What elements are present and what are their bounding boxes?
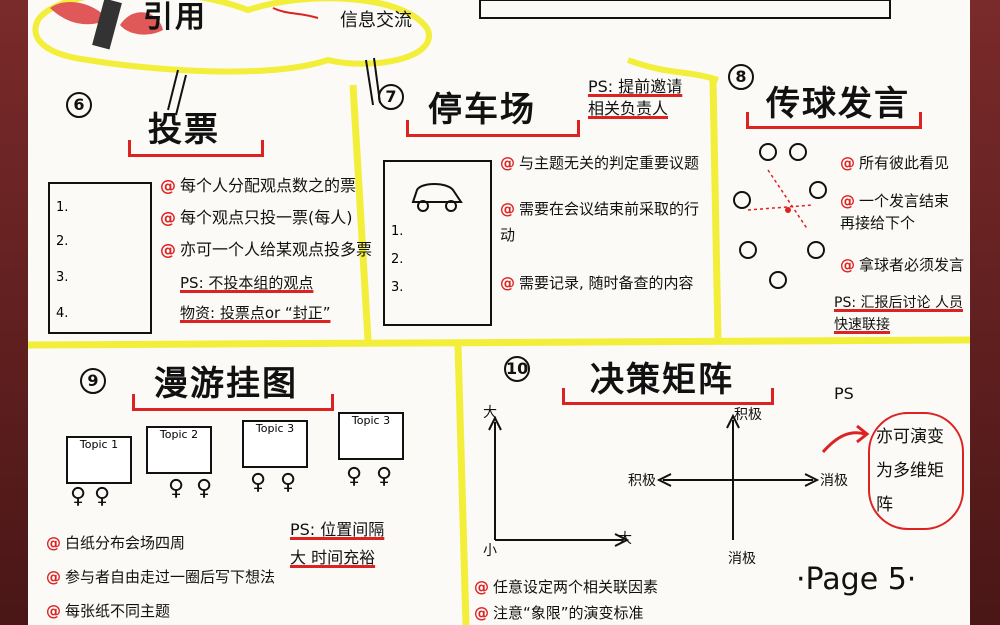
matrix-bullet-2: @注意“象限”的演变标准 [474, 604, 644, 622]
section-number-10: 10 [504, 356, 530, 382]
car-icon [411, 183, 463, 212]
section-number-9: 9 [80, 368, 106, 394]
matrix-ps-label: PS [834, 384, 854, 403]
passball-bullet-3: @拿球者必须发言 [840, 256, 965, 274]
section-number-7: 7 [378, 84, 404, 110]
topic-card: Topic 3 [338, 412, 404, 460]
passball-bullet-2: @一个发言结束 再接给下个 [840, 192, 950, 232]
matrix-diagram [488, 413, 870, 547]
person-icon: ♀ [196, 476, 213, 501]
passball-bullet-1: @所有彼此看见 [840, 154, 950, 172]
parking-bullet-3: @需要记录, 随时备查的内容 [500, 274, 694, 292]
parking-list-item: 3. [391, 280, 404, 295]
person-icon: ♀ [168, 476, 185, 501]
passball-title: 传球发言 [766, 84, 910, 124]
topic-card: Topic 3 [242, 420, 308, 468]
parking-card: 1. 2. 3. [383, 160, 492, 326]
parking-bullet-2: @需要在会议结束前采取的行动 [500, 200, 700, 244]
vote-materials: 物资: 投票点or “封正” [180, 304, 331, 322]
axis-left-top: 大 [483, 405, 497, 421]
parking-title-underline [406, 120, 580, 137]
page-number: ·Page 5· [796, 562, 917, 597]
person-icon: ♀ [346, 464, 363, 489]
vote-ps: PS: 不投本组的观点 [180, 274, 314, 292]
axis-right-left: 积极 [628, 473, 656, 489]
grid-highlighter-lines [28, 0, 970, 625]
matrix-ps-note: 亦可演变为多维矩阵 [868, 412, 964, 530]
person-icon: ♀ [376, 464, 393, 489]
vote-title: 投票 [148, 110, 220, 150]
vote-bullet-3: @亦可一个人给某观点投多票 [160, 240, 373, 259]
axis-right-top: 积极 [734, 407, 762, 423]
vote-title-underline [128, 140, 264, 157]
matrix-title: 决策矩阵 [590, 360, 734, 400]
gallery-bullet-2: @参与者自由走过一圈后写下想法 [46, 568, 276, 586]
topic-card: Topic 2 [146, 426, 212, 474]
axis-left-right: 大 [618, 531, 632, 547]
vote-bullet-1: @每个人分配观点数之的票 [160, 176, 357, 195]
axis-right-right: 消极 [820, 473, 848, 489]
section-number-6: 6 [66, 92, 92, 118]
gallery-bullet-3: @每张纸不同主题 [46, 602, 171, 620]
parking-ps: PS: 提前邀请 相关负责人 [588, 77, 683, 118]
passball-ps: PS: 汇报后讨论 人员快速联接 [834, 295, 963, 333]
parking-list-item: 2. [391, 252, 404, 267]
matrix-bullet-1: @任意设定两个相关联因素 [474, 578, 659, 596]
person-icon: ♀ [280, 470, 297, 495]
vote-list-item: 4. [56, 306, 69, 321]
parking-bullet-1: @与主题无关的判定重要议题 [500, 154, 700, 172]
header-subtitle: 信息交流 [340, 10, 412, 31]
passball-title-underline [746, 112, 922, 129]
pass-ball-illustration [733, 143, 827, 289]
parking-list-item: 1. [391, 224, 404, 239]
gallery-bullet-1: @白纸分布会场四周 [46, 534, 186, 552]
axis-left-bottom: 小 [483, 543, 497, 559]
header-partial-title: 引用 [143, 0, 207, 35]
axis-right-bottom: 消极 [728, 551, 756, 567]
vote-list-item: 3. [56, 270, 69, 285]
person-icon: ♀ [70, 484, 87, 509]
parking-title: 停车场 [428, 90, 536, 130]
topic-card: Topic 1 [66, 436, 132, 484]
gallery-title: 漫游挂图 [154, 364, 298, 404]
matrix-title-underline [562, 388, 774, 405]
person-icon: ♀ [250, 470, 267, 495]
gallery-ps: PS: 位置间隔大 时间充裕 [290, 520, 385, 567]
section-number-8: 8 [728, 64, 754, 90]
person-icon: ♀ [94, 484, 111, 509]
vote-bullet-2: @每个观点只投一票(每人) [160, 208, 353, 227]
vote-list-item: 1. [56, 200, 69, 215]
notes-page: 引用 信息交流 6 投票 1. 2. 3. 4. @每个人分配观点数之的票 @每… [28, 0, 970, 625]
right-frame [970, 0, 1000, 625]
left-frame [0, 0, 28, 625]
vote-list-card: 1. 2. 3. 4. [48, 182, 152, 334]
vote-list-item: 2. [56, 234, 69, 249]
gallery-title-underline [132, 394, 334, 411]
